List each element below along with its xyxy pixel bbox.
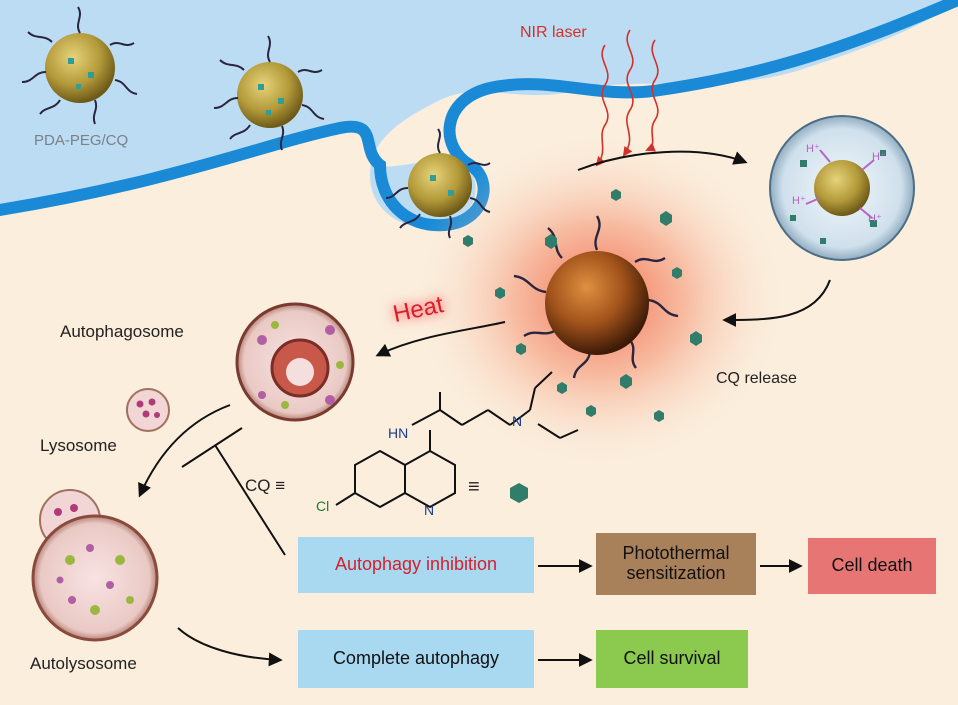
inhibition-bar [181,427,243,468]
nanoparticle-2 [213,35,325,151]
arrow-heat [375,321,506,357]
label-cq-equiv: CQ ≡ [245,476,286,495]
label-cl: Cl [316,498,330,514]
cq-hexagon-symbol [510,483,528,503]
proton-cell [769,115,915,261]
extracellular-space [0,0,958,228]
label-proton-1: H⁺ [806,143,820,155]
label-nanoparticle: PDA-PEG/CQ [34,132,129,149]
label-hn: HN [388,425,409,441]
label-cq-release: CQ release [716,370,797,387]
label-ring-n: N [424,502,435,518]
arrow-fusion [138,404,231,498]
nanoparticle-1 [21,6,138,125]
label-proton-4: H⁺ [868,213,882,225]
label-autolysosome: Autolysosome [30,654,137,673]
label-autophagosome: Autophagosome [60,322,184,341]
box-complete-autophagy: Complete autophagy [298,630,534,688]
arrow-to-proton-cell [577,150,748,171]
label-equiv: ≡ [468,476,480,498]
nir-laser-waves [595,29,659,167]
box-photothermal-sensitization: Photothermal sensitization [596,533,756,595]
chloroquine-structure [335,371,579,509]
label-proton-3: H⁺ [792,195,806,207]
label-proton-2: H⁺ [872,151,886,163]
nanoparticle-3-endocytosis [385,128,491,239]
arrow-complete [177,627,283,667]
box-autophagy-inhibition: Autophagy inhibition [298,537,534,593]
lysosome [126,388,170,432]
cq-molecules [463,189,702,422]
autolysosome [31,489,159,642]
arrow-cq-release [722,279,831,327]
box-cell-survival: Cell survival [596,630,748,688]
hot-nanoparticle [513,215,679,379]
autophagosome [235,302,355,422]
inhibition-line [214,444,286,556]
label-lysosome: Lysosome [40,436,117,455]
label-nir-laser: NIR laser [520,24,587,41]
box-cell-death: Cell death [808,538,936,594]
label-amine-n: N [512,413,523,429]
